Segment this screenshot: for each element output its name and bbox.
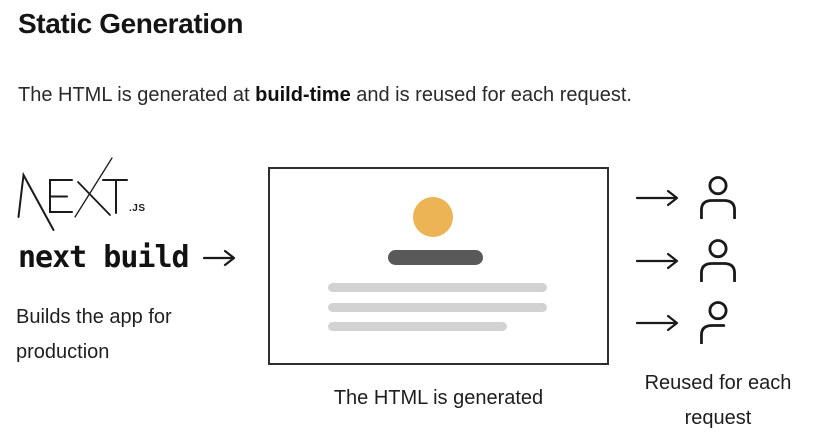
heading-bar-skeleton <box>388 250 483 265</box>
page-title: Static Generation <box>18 8 244 39</box>
build-description-line: Builds the app for <box>16 306 172 328</box>
user-icon <box>700 239 736 282</box>
build-command: next build <box>18 240 237 275</box>
requests-caption: Reused for each request <box>622 366 814 436</box>
requests-caption-line: Reused for each <box>644 372 792 394</box>
build-description: Builds the app for production <box>16 300 172 370</box>
build-description-line: production <box>16 341 110 363</box>
text-line-skeleton <box>328 322 507 331</box>
user-icon <box>700 176 736 219</box>
arrow-right-icon <box>202 249 235 266</box>
nextjs-logo: .JS <box>17 157 146 231</box>
user-icon <box>700 301 728 344</box>
subtitle-suffix: and is reused for each request. <box>350 84 632 106</box>
generated-page-caption: The HTML is generated <box>333 387 544 409</box>
subtitle-prefix: The HTML is generated at <box>18 84 256 106</box>
text-line-skeleton <box>328 283 547 292</box>
logo-letter-n <box>17 171 55 231</box>
logo-js-suffix: .JS <box>129 203 146 214</box>
generated-page-box <box>268 167 609 365</box>
logo-letter-x-short <box>77 181 111 216</box>
arrow-right-icon <box>636 252 679 269</box>
build-command-text: next build <box>18 240 190 275</box>
text-line-skeleton <box>328 303 547 312</box>
request-row <box>636 239 738 282</box>
requests-caption-line: request <box>684 407 752 429</box>
logo-letter-t <box>102 179 128 214</box>
avatar-circle-icon <box>413 197 453 237</box>
arrow-right-icon <box>636 314 679 331</box>
arrow-right-icon <box>636 189 679 206</box>
subtitle: The HTML is generated at build-time and … <box>18 84 632 107</box>
request-row <box>636 176 738 219</box>
logo-letter-e <box>49 179 73 213</box>
subtitle-bold-build-time: build-time <box>255 84 351 106</box>
request-row <box>636 301 738 344</box>
logo-letter-x-long <box>74 157 113 218</box>
